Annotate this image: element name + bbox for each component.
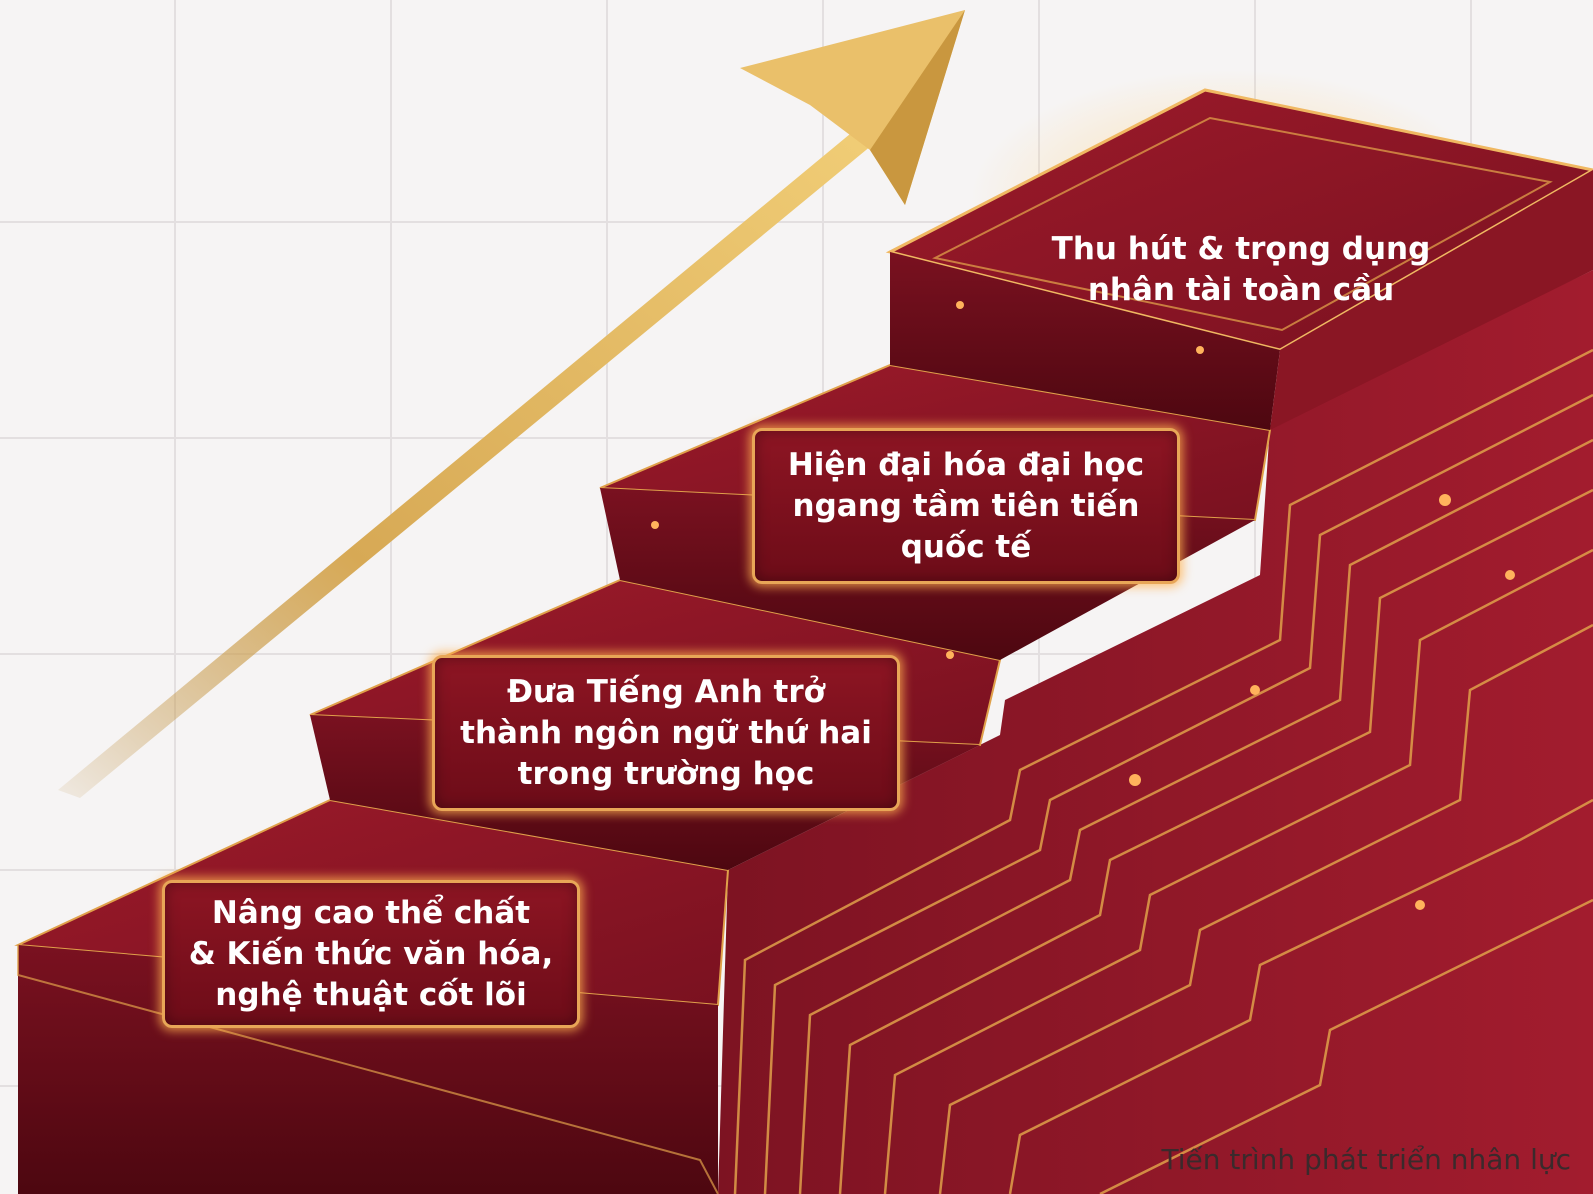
circuit-nodes xyxy=(651,301,1515,910)
diagram-caption: Tiến trình phát triển nhân lực xyxy=(1161,1143,1571,1176)
step-3-label: Hiện đại hóa đại học ngang tầm tiên tiến… xyxy=(752,428,1180,584)
stairs-side-face xyxy=(718,270,1593,1194)
growth-arrow-icon xyxy=(58,10,965,798)
circuit-pattern xyxy=(733,348,1593,1194)
step-4-label: Thu hút & trọng dụng nhân tài toàn cầu xyxy=(1051,231,1431,308)
step-1-label: Nâng cao thể chất & Kiến thức văn hóa, n… xyxy=(162,880,580,1028)
step-2-label: Đưa Tiếng Anh trở thành ngôn ngữ thứ hai… xyxy=(432,655,900,811)
step-4-block xyxy=(885,88,1593,430)
